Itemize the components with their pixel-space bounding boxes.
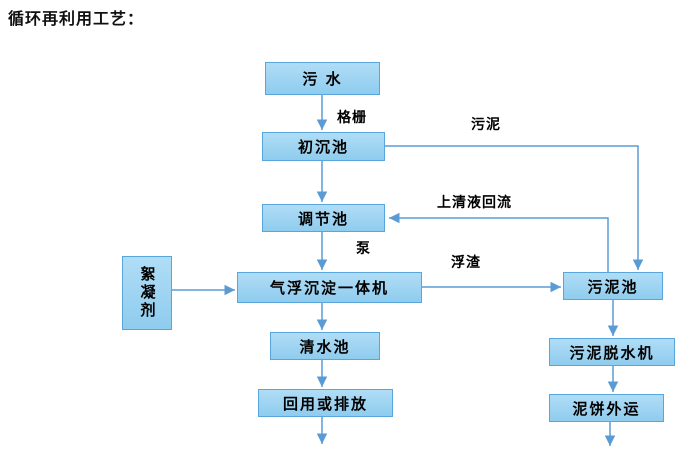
edge-label-supernatant-return: 上清液回流 [437, 194, 512, 210]
edge-label-pump: 泵 [356, 240, 371, 256]
node-clean-water-tank: 清水池 [270, 332, 380, 360]
node-regulating-tank: 调节池 [262, 204, 385, 232]
node-sludge-tank: 污泥池 [563, 272, 663, 300]
node-sewage: 污 水 [265, 62, 380, 95]
edge-label-scum: 浮渣 [451, 254, 481, 270]
node-reuse-or-discharge: 回用或排放 [258, 389, 393, 417]
node-mud-cake-transport: 泥饼外运 [549, 394, 664, 422]
edge-label-sludge: 污泥 [471, 116, 501, 132]
diagram-title: 循环再利用工艺： [8, 11, 145, 28]
node-flocculant: 絮凝剂 [122, 256, 172, 330]
node-sludge-dewatering-machine: 污泥脱水机 [549, 338, 675, 366]
node-air-flotation-unit: 气浮沉淀一体机 [237, 272, 422, 303]
arrow-supernatant-return-to-regulating [389, 212, 609, 272]
edge-label-screen: 格栅 [337, 109, 367, 125]
node-primary-sedimentation-tank: 初沉池 [262, 132, 385, 161]
